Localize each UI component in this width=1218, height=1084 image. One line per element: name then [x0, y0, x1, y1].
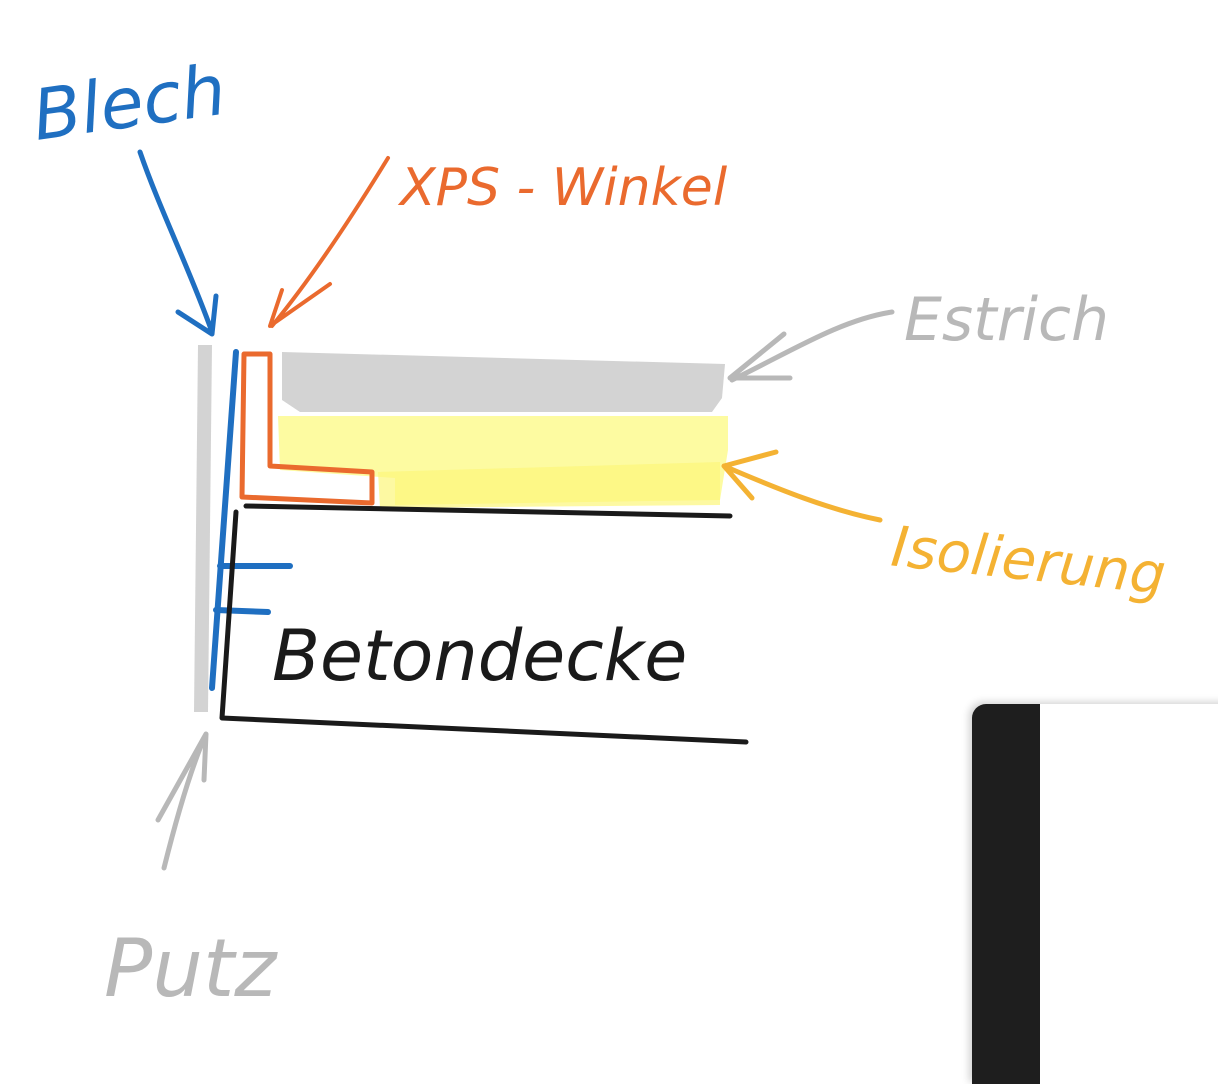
label-blech: Blech: [28, 49, 231, 157]
isolierung-layer-lower: [378, 462, 720, 508]
label-isolierung: Isolierung: [888, 515, 1168, 608]
label-putz: Putz: [104, 922, 278, 1015]
label-estrich: Estrich: [904, 285, 1109, 355]
blech-tab-lower: [213, 607, 271, 615]
xps-winkel-shape: [239, 351, 375, 506]
xps-arrow: [268, 156, 390, 328]
label-betondecke: Betondecke: [272, 615, 687, 697]
estrich-layer: [282, 352, 725, 412]
window-dark-sidebar: [972, 704, 1040, 1084]
putz-arrow: [155, 731, 209, 871]
isolierung-arrow: [721, 449, 883, 523]
estrich-arrow: [727, 309, 895, 383]
betondecke-outline: [219, 503, 749, 745]
label-xps-winkel: XPS - Winkel: [397, 158, 728, 218]
window-content-area: [1040, 704, 1218, 1084]
blech-arrow: [137, 149, 219, 337]
putz-layer: [194, 345, 212, 712]
overlapping-window-corner: [972, 704, 1218, 1084]
blech-shape: [209, 349, 239, 691]
